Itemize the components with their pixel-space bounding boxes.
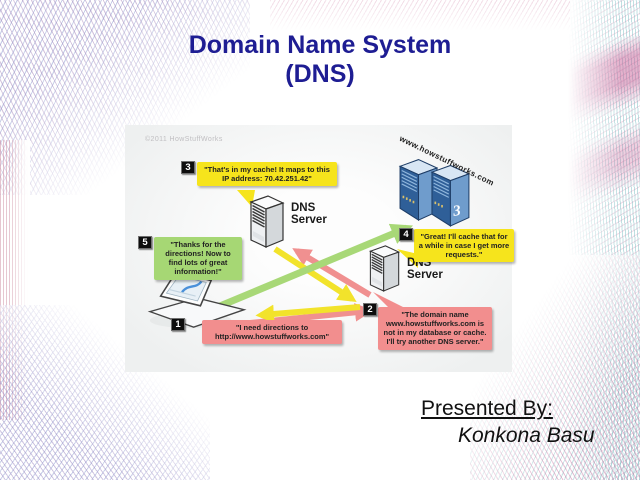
speech-bubble-step5: "Thanks for the directions! Now to find …: [154, 237, 242, 280]
guilloche-pattern-left-edge: [0, 140, 30, 420]
slide-title-line2: (DNS): [285, 59, 355, 88]
speech-bubble-step1: "I need directions to http://www.howstuf…: [202, 320, 342, 345]
presented-by-block: Presented By: Konkona Basu: [421, 395, 631, 450]
guilloche-pattern-top-edge: [270, 0, 570, 34]
step3-number-badge: 3: [181, 161, 195, 174]
bubble4-tail: [397, 249, 418, 268]
howstuffworks-logo-glyph: 3: [451, 203, 462, 220]
presenter-name: Konkona Basu: [458, 424, 595, 448]
diagram-copyright: ©2011 HowStuffWorks: [145, 136, 223, 143]
dns-server-right-icon: [358, 241, 404, 300]
web-server-icon: 3: [395, 149, 479, 234]
step2-number-badge: 2: [363, 303, 377, 316]
dns-server-top-label: DNS Server: [291, 202, 327, 226]
speech-bubble-step2: "The domain name www.howstuffworks.com i…: [378, 307, 492, 350]
dns-server-right-label: DNS Server: [407, 257, 443, 281]
speech-bubble-step4: "Great! I'll cache that for a while in c…: [414, 229, 514, 263]
presented-by-label: Presented By:: [421, 397, 553, 420]
arrow-step3-dns1-to-dns2: [273, 246, 357, 303]
dns-server-top-icon: [237, 193, 289, 254]
step4-number-badge: 4: [399, 228, 413, 241]
slide-title: Domain Name System (DNS): [0, 31, 640, 88]
arrow-step5-laptop-to-webserver: [218, 223, 414, 310]
step5-number-badge: 5: [138, 236, 152, 249]
slide-title-line1: Domain Name System: [188, 31, 452, 59]
bubble2-tail: [373, 292, 405, 308]
dns-diagram: ©2011 HowStuffWorks: [125, 125, 514, 372]
arrow-step2-dns2-to-dns1: [292, 248, 372, 298]
arrow-step3-dns2-to-laptop: [255, 304, 361, 324]
step1-number-badge: 1: [171, 318, 185, 331]
speech-bubble-step3: "That's in my cache! It maps to this IP …: [197, 162, 337, 187]
